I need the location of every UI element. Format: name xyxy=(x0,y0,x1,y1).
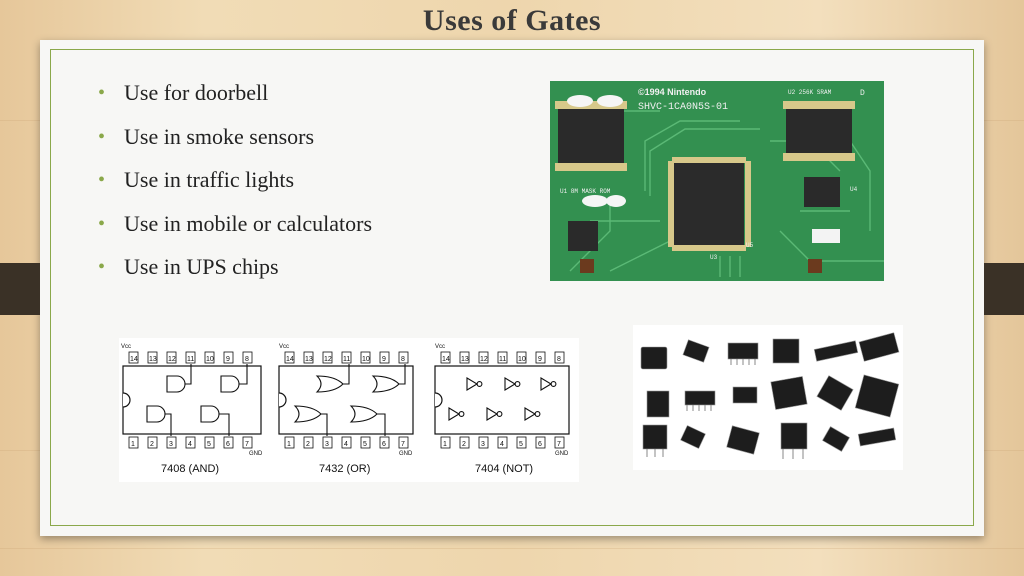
ic-7408-label: 7408 (AND) xyxy=(161,463,219,475)
left-tab-decoration xyxy=(0,263,40,315)
ic-diagrams: Vcc GND 14 13 12 11 10 9 8 1 2 3 4 5 6 7 xyxy=(119,338,579,482)
ic-7432-diagram: Vcc GND 14 13 12 11 10 9 8 1 2 3 4 5 6 7 xyxy=(278,344,414,475)
pcb-brand-text: ©1994 Nintendo xyxy=(638,87,707,97)
bullet-item: •Use in smoke sensors xyxy=(98,119,372,163)
svg-text:10: 10 xyxy=(518,356,526,363)
svg-text:12: 12 xyxy=(480,356,488,363)
svg-text:5: 5 xyxy=(519,441,523,448)
bullet-dot-icon: • xyxy=(98,82,106,104)
svg-text:1: 1 xyxy=(131,441,135,448)
svg-text:3: 3 xyxy=(481,441,485,448)
svg-text:3: 3 xyxy=(169,441,173,448)
svg-text:13: 13 xyxy=(305,356,313,363)
svg-text:GND: GND xyxy=(249,451,263,457)
svg-text:GND: GND xyxy=(555,451,569,457)
svg-text:7: 7 xyxy=(557,441,561,448)
svg-text:4: 4 xyxy=(188,441,192,448)
svg-text:9: 9 xyxy=(382,356,386,363)
ic-7404-label: 7404 (NOT) xyxy=(475,463,533,475)
svg-text:U3: U3 xyxy=(710,254,718,261)
rom-chip xyxy=(558,109,624,163)
svg-text:14: 14 xyxy=(130,356,138,363)
pcb-board-id-text: SHVC-1CA0N5S-01 xyxy=(638,102,728,113)
svg-text:2: 2 xyxy=(462,441,466,448)
svg-text:14: 14 xyxy=(286,356,294,363)
svg-text:1: 1 xyxy=(443,441,447,448)
svg-text:U5: U5 xyxy=(746,242,754,249)
svg-text:U2 256K SRAM: U2 256K SRAM xyxy=(788,89,832,96)
svg-text:6: 6 xyxy=(226,441,230,448)
svg-text:10: 10 xyxy=(362,356,370,363)
bullet-dot-icon: • xyxy=(98,256,106,278)
svg-text:9: 9 xyxy=(538,356,542,363)
svg-text:10: 10 xyxy=(206,356,214,363)
svg-text:7: 7 xyxy=(401,441,405,448)
svg-text:11: 11 xyxy=(187,356,194,363)
slide-title: Uses of Gates xyxy=(422,4,602,37)
svg-text:4: 4 xyxy=(500,441,504,448)
svg-text:7: 7 xyxy=(245,441,249,448)
card-border xyxy=(50,49,974,526)
svg-text:6: 6 xyxy=(382,441,386,448)
svg-text:12: 12 xyxy=(168,356,176,363)
pcb-photo: ©1994 Nintendo SHVC-1CA0N5S-01 U2 256K S… xyxy=(550,81,884,281)
svg-text:Vcc: Vcc xyxy=(279,344,289,350)
bullet-item: •Use for doorbell xyxy=(98,75,372,119)
ic-chips-photo xyxy=(633,325,903,470)
sram-chip xyxy=(786,109,852,153)
main-chip xyxy=(674,163,744,245)
svg-text:Vcc: Vcc xyxy=(121,344,131,350)
bullet-dot-icon: • xyxy=(98,125,106,148)
svg-text:13: 13 xyxy=(461,356,469,363)
svg-text:2: 2 xyxy=(306,441,310,448)
bullet-list: •Use for doorbell •Use in smoke sensors … xyxy=(98,75,372,293)
ic-7432-label: 7432 (OR) xyxy=(319,463,370,475)
svg-text:8: 8 xyxy=(245,356,249,363)
svg-text:14: 14 xyxy=(442,356,450,363)
svg-text:GND: GND xyxy=(399,451,413,457)
svg-text:5: 5 xyxy=(207,441,211,448)
bullet-item: •Use in traffic lights xyxy=(98,162,372,206)
svg-text:8: 8 xyxy=(401,356,405,363)
svg-text:D: D xyxy=(860,89,865,98)
svg-text:11: 11 xyxy=(343,356,350,363)
svg-text:U4: U4 xyxy=(850,186,858,193)
svg-text:2: 2 xyxy=(150,441,154,448)
svg-text:8: 8 xyxy=(557,356,561,363)
right-tab-decoration xyxy=(984,263,1024,315)
svg-text:13: 13 xyxy=(149,356,157,363)
svg-text:Vcc: Vcc xyxy=(435,344,445,350)
bullet-item: •Use in UPS chips xyxy=(98,249,372,293)
svg-text:6: 6 xyxy=(538,441,542,448)
bullet-dot-icon: • xyxy=(98,169,106,191)
bullet-dot-icon: • xyxy=(98,212,106,235)
svg-text:5: 5 xyxy=(363,441,367,448)
svg-text:U1 8M MASK ROM: U1 8M MASK ROM xyxy=(560,188,611,195)
svg-text:1: 1 xyxy=(287,441,291,448)
ic-7408-diagram: Vcc GND 14 13 12 11 10 9 8 1 2 3 4 5 6 7 xyxy=(121,344,263,475)
svg-text:4: 4 xyxy=(344,441,348,448)
svg-text:9: 9 xyxy=(226,356,230,363)
svg-text:11: 11 xyxy=(499,356,506,363)
svg-text:3: 3 xyxy=(325,441,329,448)
bullet-item: •Use in mobile or calculators xyxy=(98,206,372,250)
ic-7404-diagram: Vcc GND 14 13 12 11 10 9 8 1 2 3 4 5 6 7 xyxy=(434,344,570,475)
svg-text:12: 12 xyxy=(324,356,332,363)
